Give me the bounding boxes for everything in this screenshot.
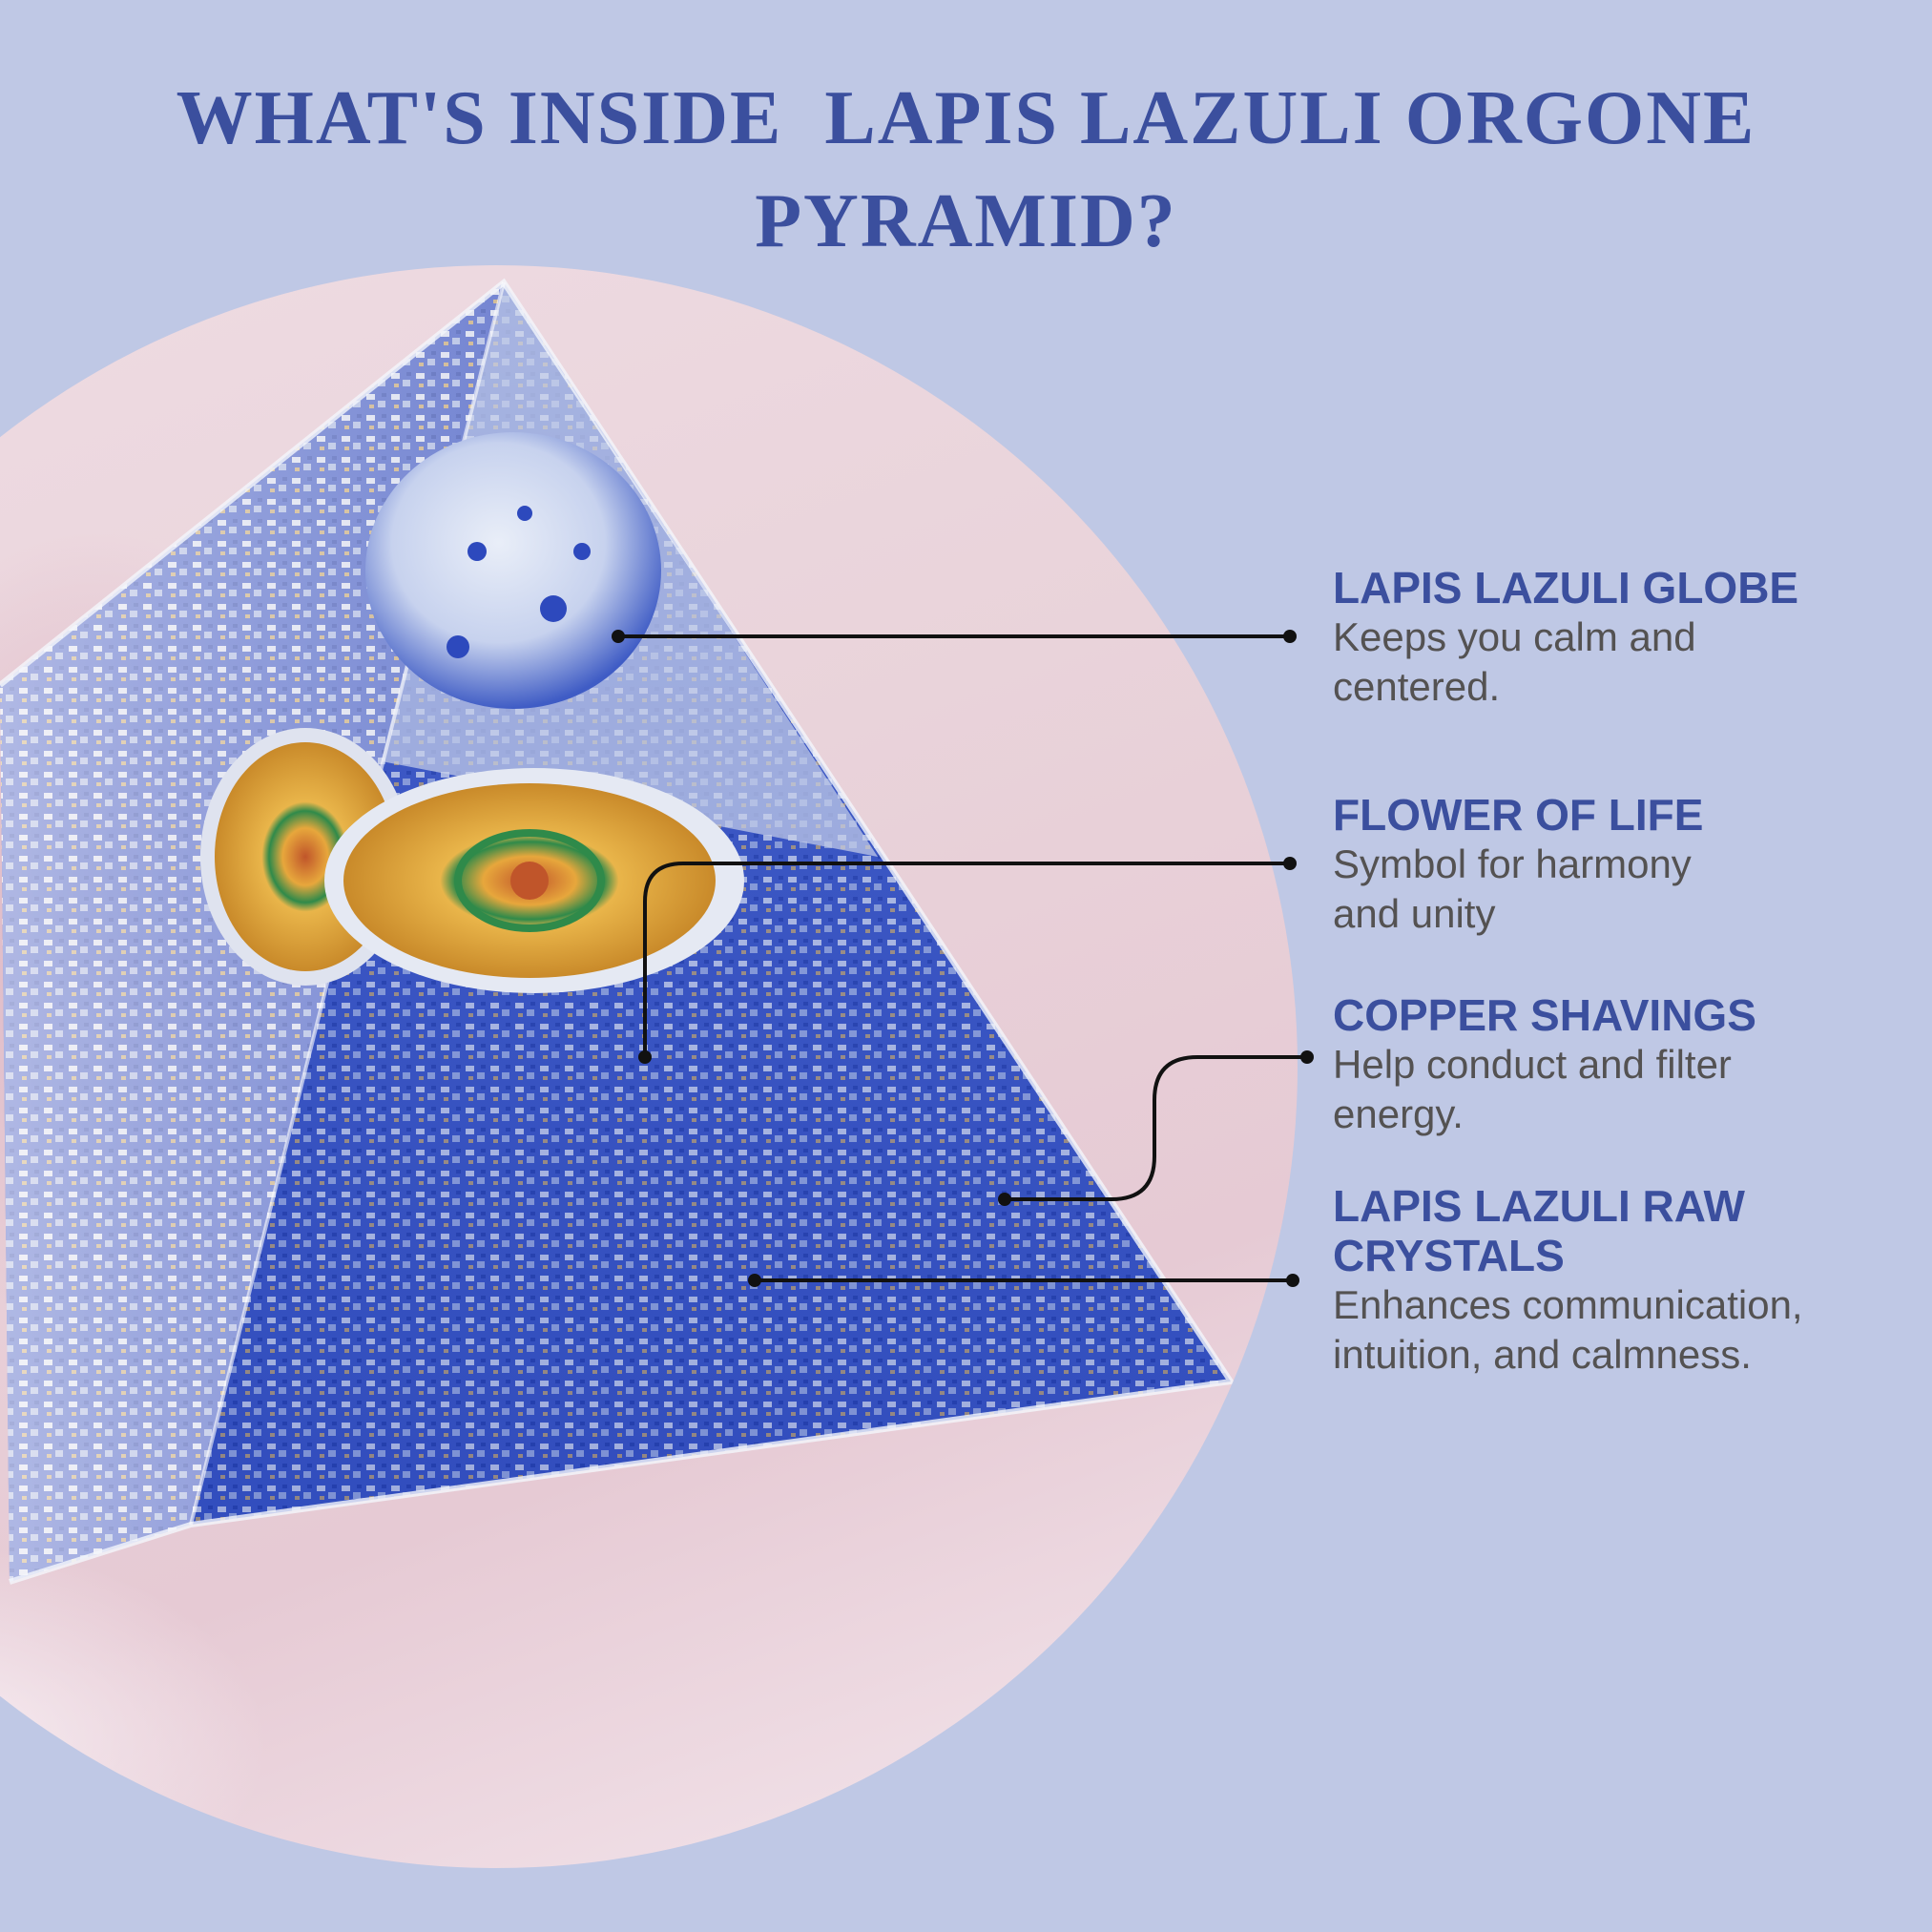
component-description: Symbol for harmony <box>1333 841 1692 886</box>
component-description: centered. <box>1333 664 1501 709</box>
title-line-2: PYRAMID? <box>755 179 1177 263</box>
component-name: FLOWER OF LIFE <box>1333 790 1704 840</box>
component-copper-shavings: COPPER SHAVINGS Help conduct and filter … <box>1333 990 1915 1139</box>
title-line-1: WHAT'S INSIDE LAPIS LAZULI ORGONE <box>176 76 1756 160</box>
component-description: and unity <box>1333 891 1496 936</box>
page-title: WHAT'S INSIDE LAPIS LAZULI ORGONE PYRAMI… <box>0 67 1932 273</box>
component-lapis-globe: LAPIS LAZULI GLOBE Keeps you calm and ce… <box>1333 563 1915 712</box>
component-name: CRYSTALS <box>1333 1231 1565 1280</box>
lapis-globe <box>365 432 661 709</box>
component-description: Keeps you calm and <box>1333 614 1696 659</box>
component-description: intuition, and calmness. <box>1333 1332 1752 1377</box>
pyramid-illustration <box>0 278 1236 1585</box>
component-description: Enhances communication, <box>1333 1282 1803 1327</box>
component-name: COPPER SHAVINGS <box>1333 990 1756 1040</box>
component-name: LAPIS LAZULI GLOBE <box>1333 563 1799 613</box>
component-name: LAPIS LAZULI RAW <box>1333 1181 1745 1231</box>
component-description: energy. <box>1333 1091 1464 1136</box>
product-photo-circle <box>0 265 1298 1868</box>
component-flower-of-life: FLOWER OF LIFE Symbol for harmony and un… <box>1333 790 1915 939</box>
component-raw-crystals: LAPIS LAZULI RAW CRYSTALS Enhances commu… <box>1333 1181 1915 1380</box>
component-description: Help conduct and filter <box>1333 1042 1732 1087</box>
